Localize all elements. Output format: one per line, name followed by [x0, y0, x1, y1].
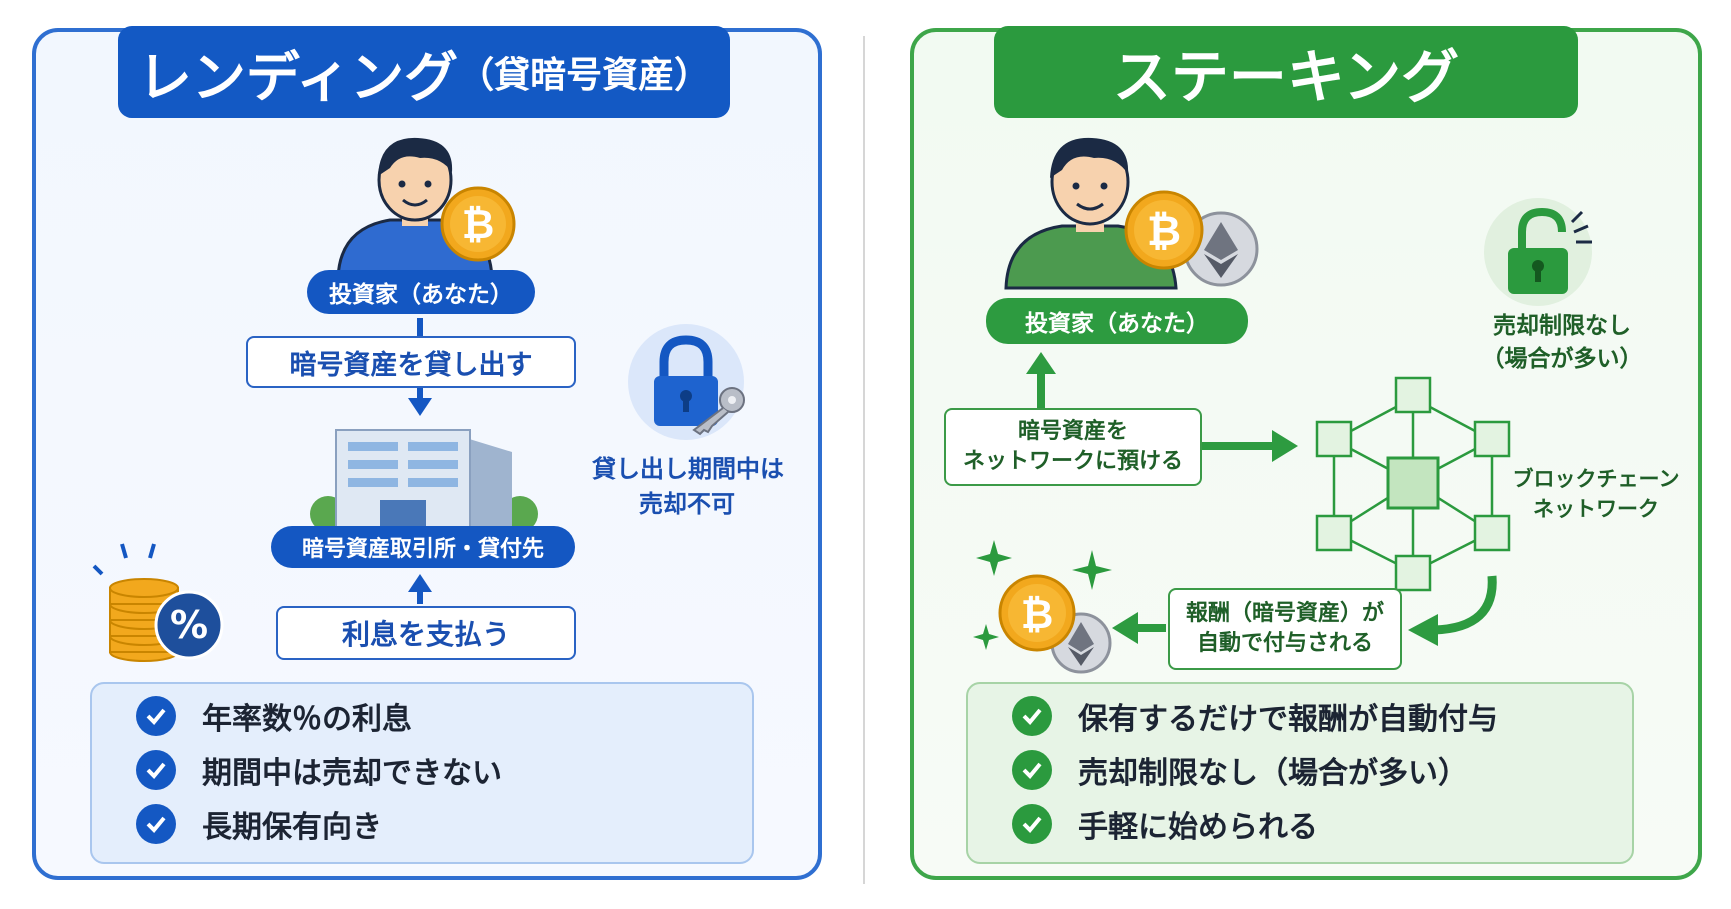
list-item: 年率数％の利息: [136, 694, 412, 738]
list-item: 保有するだけで報酬が自動付与: [1012, 694, 1498, 738]
svg-text:₿: ₿: [462, 202, 495, 248]
check-icon: [1012, 804, 1052, 844]
exchange-label: 暗号資産取引所・貸付先: [271, 526, 575, 568]
staking-title-banner: ステーキング: [994, 26, 1578, 118]
staking-point-2: 売却制限なし（場合が多い）: [1078, 756, 1468, 791]
interest-box: 利息を支払う: [276, 606, 576, 660]
arrow-icon: [1202, 430, 1298, 462]
deposit-line2: ネットワークに預ける: [962, 449, 1183, 474]
bitcoin-coin-icon: ₿: [1124, 190, 1204, 270]
unlock-note-line1: 売却制限なし: [1493, 313, 1631, 339]
staking-point-3: 手軽に始められる: [1078, 810, 1318, 845]
lend-action-box: 暗号資産を貸し出す: [246, 336, 576, 388]
open-padlock-icon: [1484, 198, 1592, 306]
reward-line1: 報酬（暗号資産）が: [1185, 601, 1384, 627]
lock-note: 貸し出し期間中は 売却不可: [592, 452, 784, 522]
blockchain-cubes-icon: [1315, 376, 1511, 592]
list-item: 期間中は売却できない: [136, 748, 502, 792]
list-item: 長期保有向き: [136, 802, 382, 846]
unlock-note: 売却制限なし （場合が多い）: [1462, 310, 1662, 377]
arrow-icon: [1408, 575, 1497, 646]
arrow-icon: [1112, 612, 1166, 644]
arrow-icon: [408, 574, 432, 604]
lending-investor-label: 投資家（あなた）: [307, 270, 535, 314]
lending-points: 年率数％の利息 期間中は売却できない 長期保有向き: [90, 682, 754, 864]
reward-box: 報酬（暗号資産）が 自動で付与される: [1168, 588, 1402, 670]
lending-point-1: 年率数％の利息: [202, 702, 412, 737]
staking-points: 保有するだけで報酬が自動付与 売却制限なし（場合が多い） 手軽に始められる: [966, 682, 1634, 864]
staking-point-1: 保有するだけで報酬が自動付与: [1078, 702, 1498, 737]
building-icon: [310, 429, 538, 535]
arrow-icon: [408, 318, 432, 416]
check-icon: [1012, 750, 1052, 790]
list-item: 手軽に始められる: [1012, 802, 1318, 846]
deposit-line1: 暗号資産を: [1017, 419, 1128, 445]
deposit-box: 暗号資産を ネットワークに預ける: [944, 408, 1202, 486]
svg-text:₿: ₿: [1147, 206, 1181, 255]
check-icon: [136, 804, 176, 844]
network-line1: ブロックチェーン: [1512, 467, 1680, 491]
lending-title: レンディング: [137, 45, 459, 109]
check-icon: [136, 750, 176, 790]
key-icon: [692, 387, 745, 436]
percent-badge-icon: [154, 590, 224, 660]
network-line2: ネットワーク: [1533, 497, 1659, 522]
staking-investor-label: 投資家（あなた）: [986, 298, 1248, 344]
list-item: 売却制限なし（場合が多い）: [1012, 748, 1468, 792]
lending-title-banner: レンディング （貸暗号資産）: [118, 26, 730, 118]
check-icon: [1012, 696, 1052, 736]
bitcoin-coin-icon: ₿: [440, 186, 516, 262]
lending-subtitle: （貸暗号資産）: [458, 55, 711, 96]
arrow-icon: [1026, 352, 1056, 408]
lending-point-3: 長期保有向き: [202, 810, 382, 845]
panel-divider: [863, 36, 865, 884]
unlock-note-line2: （場合が多い）: [1481, 346, 1643, 373]
lending-point-2: 期間中は売却できない: [202, 756, 502, 791]
lock-note-line2: 売却不可: [639, 489, 735, 518]
lock-note-line1: 貸し出し期間中は: [592, 455, 784, 483]
padlock-icon: [628, 324, 744, 440]
percent-symbol: %: [169, 603, 209, 647]
check-icon: [136, 696, 176, 736]
reward-line2: 自動で付与される: [1196, 631, 1373, 656]
network-label: ブロックチェーン ネットワーク: [1508, 464, 1684, 525]
bitcoin-coin-icon: ₿: [998, 574, 1076, 652]
sparkle-icon: [973, 540, 1112, 650]
svg-text:₿: ₿: [1021, 592, 1054, 638]
